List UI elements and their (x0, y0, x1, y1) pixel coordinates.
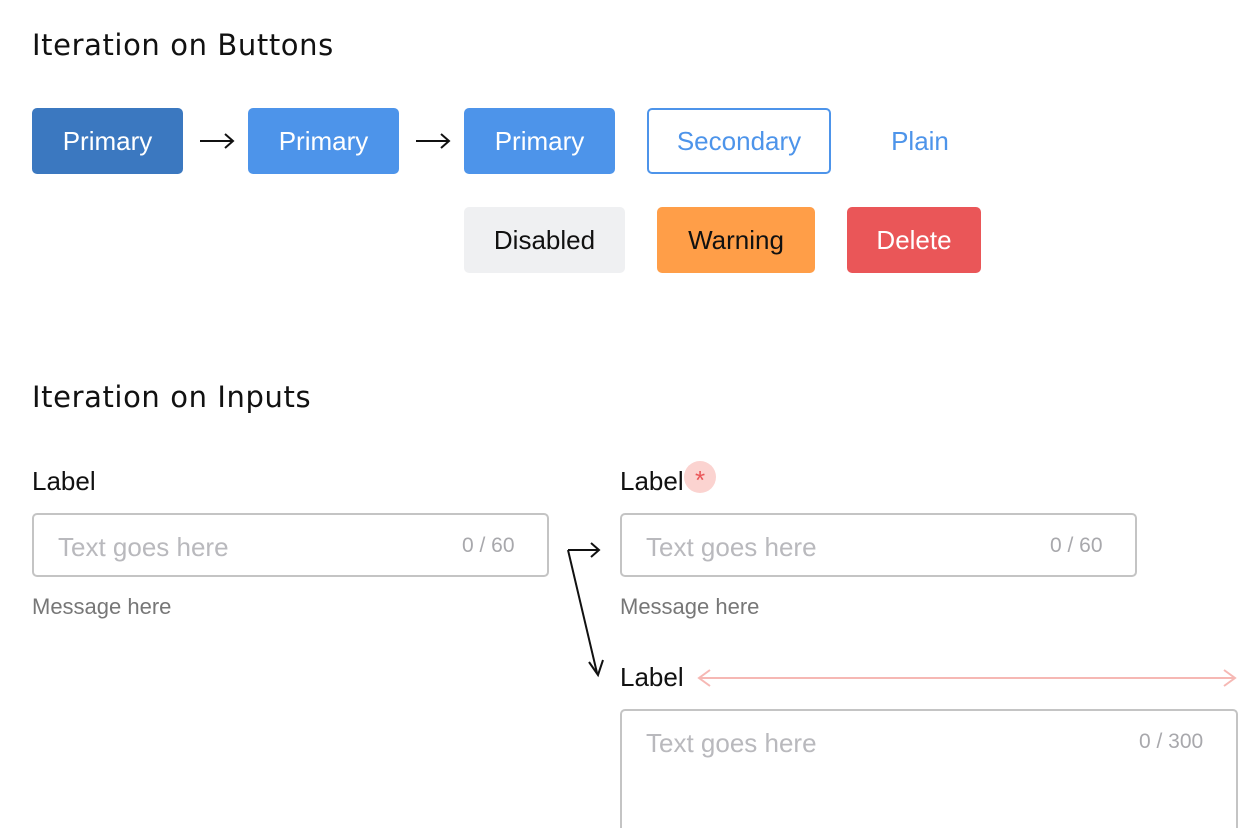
primary-button-mid[interactable]: Primary (248, 108, 399, 174)
character-counter: 0 / 60 (1050, 534, 1103, 557)
field-label: Label (620, 466, 684, 496)
asterisk-icon: * (684, 461, 716, 493)
arrow-right-icon (416, 133, 451, 149)
input-placeholder: Text goes here (646, 532, 817, 562)
warning-button[interactable]: Warning (657, 207, 815, 273)
character-counter: 0 / 300 (1139, 730, 1204, 753)
secondary-button[interactable]: Secondary (647, 108, 831, 174)
text-input[interactable] (620, 513, 1137, 577)
plain-button[interactable]: Plain (862, 108, 978, 174)
arrow-right-icon (200, 133, 235, 149)
primary-button-light[interactable]: Primary (464, 108, 615, 174)
text-input[interactable] (32, 513, 549, 577)
inputs-section-title: Iteration on Inputs (32, 380, 312, 414)
character-counter: 0 / 60 (462, 534, 515, 557)
delete-button[interactable]: Delete (847, 207, 981, 273)
buttons-section-title: Iteration on Buttons (32, 28, 334, 62)
field-label: Label (620, 662, 684, 692)
disabled-button[interactable]: Disabled (464, 207, 625, 273)
primary-button-dark[interactable]: Primary (32, 108, 183, 174)
double-arrow-icon (697, 669, 1237, 687)
field-label: Label (32, 466, 96, 496)
helper-message: Message here (620, 594, 760, 619)
textarea-input[interactable] (620, 709, 1238, 828)
required-mark: * (694, 465, 706, 495)
branch-arrow-icon (567, 542, 604, 678)
input-placeholder: Text goes here (58, 532, 229, 562)
helper-message: Message here (32, 594, 172, 619)
textarea-placeholder: Text goes here (646, 728, 817, 758)
